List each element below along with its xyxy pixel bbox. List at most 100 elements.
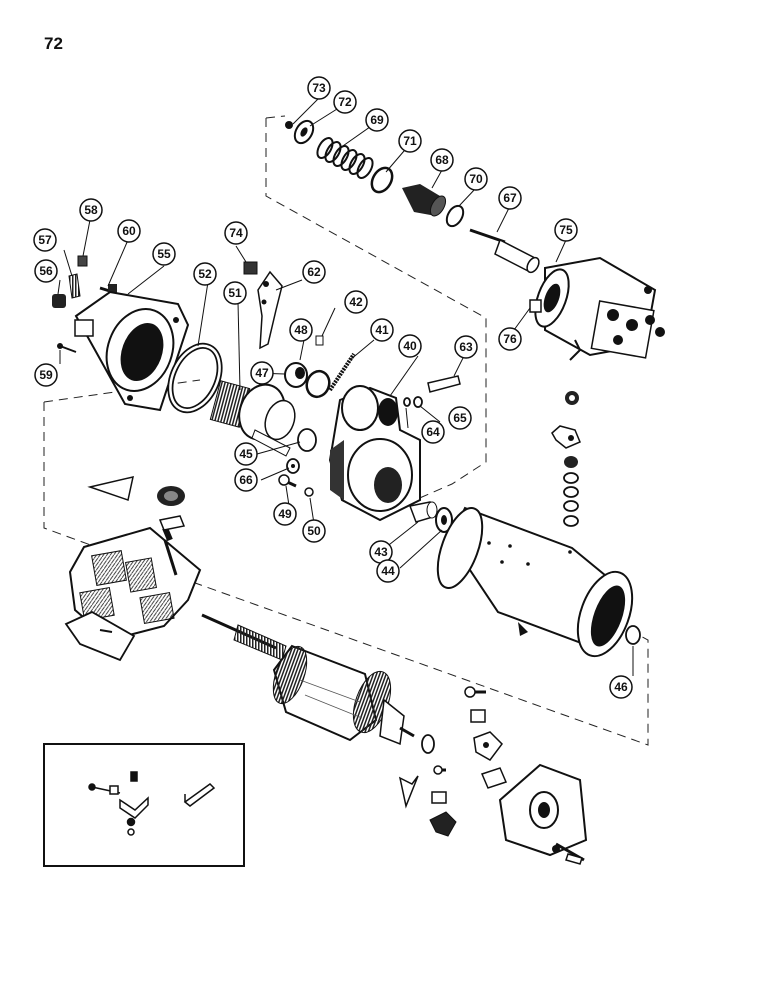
inset-box — [43, 743, 245, 867]
callout-label: 74 — [229, 226, 243, 240]
lever-housing-40 — [328, 385, 421, 522]
callout-label: 50 — [307, 524, 321, 538]
callout-72: 72 — [333, 90, 357, 114]
callout-66: 66 — [234, 468, 258, 492]
callout-74: 74 — [224, 221, 248, 245]
brush-holder-parts — [398, 686, 508, 837]
callout-label: 46 — [614, 680, 628, 694]
callout-51: 51 — [223, 281, 247, 305]
callout-64: 64 — [421, 420, 445, 444]
callout-label: 62 — [307, 265, 321, 279]
callout-label: 49 — [278, 507, 292, 521]
callout-67: 67 — [498, 186, 522, 210]
callout-label: 58 — [84, 203, 98, 217]
nut-73 — [285, 121, 293, 129]
washer-46 — [625, 625, 641, 645]
nut-74 — [243, 261, 258, 275]
callout-label: 66 — [239, 473, 253, 487]
callout-73: 73 — [307, 76, 331, 100]
callout-label: 64 — [426, 425, 440, 439]
plunger-68 — [402, 184, 447, 217]
washer-72 — [293, 119, 315, 145]
callout-46: 46 — [609, 675, 633, 699]
leader-lines — [57, 97, 634, 676]
callout-65: 65 — [448, 406, 472, 430]
drive-housing-55 — [74, 290, 190, 412]
callout-label: 68 — [435, 153, 449, 167]
inset-terminal-bolt — [88, 783, 121, 795]
callout-43: 43 — [369, 540, 393, 564]
callout-label: 69 — [370, 113, 384, 127]
callout-57: 57 — [33, 228, 57, 252]
callout-68: 68 — [430, 148, 454, 172]
inset-strap — [183, 783, 216, 807]
callout-label: 59 — [39, 368, 53, 382]
callout-label: 73 — [312, 81, 326, 95]
callout-label: 51 — [228, 286, 242, 300]
insulator-strip — [64, 610, 136, 662]
cap-76 — [529, 299, 542, 313]
callout-label: 76 — [503, 332, 517, 346]
bushing-43 — [408, 501, 438, 523]
callout-label: 60 — [122, 224, 136, 238]
armature — [201, 613, 415, 746]
callout-41: 41 — [370, 318, 394, 342]
callout-45: 45 — [234, 442, 258, 466]
callout-70: 70 — [464, 167, 488, 191]
terminal-stud — [157, 486, 186, 531]
thrust-washer — [421, 734, 435, 754]
callout-label: 48 — [294, 323, 308, 337]
washer-70 — [445, 204, 465, 228]
callouts: 73 72 69 71 68 70 67 75 76 58 57 60 55 5… — [33, 76, 633, 699]
commutator-end-frame — [498, 763, 588, 865]
callout-label: 72 — [338, 95, 352, 109]
callout-47: 47 — [250, 361, 274, 385]
callout-48: 48 — [289, 318, 313, 342]
direction-triangle — [87, 476, 134, 501]
field-frame — [436, 506, 634, 658]
callout-label: 41 — [375, 323, 389, 337]
callout-label: 52 — [198, 267, 212, 281]
page-number: 72 — [44, 34, 63, 53]
callout-label: 67 — [503, 191, 517, 205]
callout-62: 62 — [302, 260, 326, 284]
pivot-pin-63 — [427, 375, 461, 393]
callout-label: 70 — [469, 172, 483, 186]
callout-44: 44 — [376, 559, 400, 583]
callout-76: 76 — [498, 327, 522, 351]
pin-57 — [68, 273, 81, 299]
field-coil-assembly — [68, 526, 202, 642]
callout-58: 58 — [79, 198, 103, 222]
bolt-49 — [278, 474, 297, 488]
pin-42 — [315, 335, 324, 346]
callout-label: 65 — [453, 411, 467, 425]
callout-49: 49 — [273, 502, 297, 526]
plunger-rod-67 — [469, 228, 540, 274]
callout-55: 55 — [152, 242, 176, 266]
callout-71: 71 — [398, 129, 422, 153]
nut-66 — [286, 458, 300, 474]
o-ring-65 — [413, 396, 423, 408]
solenoid-group-outline — [265, 115, 487, 501]
plug-47 — [295, 367, 305, 379]
bushing-56 — [52, 294, 66, 308]
inset-bracket — [119, 771, 149, 836]
callout-label: 71 — [403, 134, 417, 148]
screw-59 — [57, 343, 77, 353]
callout-69: 69 — [365, 108, 389, 132]
callout-label: 47 — [255, 366, 269, 380]
callout-label: 44 — [381, 564, 395, 578]
callout-52: 52 — [193, 262, 217, 286]
callout-label: 45 — [239, 447, 253, 461]
callout-label: 43 — [374, 545, 388, 559]
callout-63: 63 — [454, 335, 478, 359]
callout-label: 55 — [157, 247, 171, 261]
callout-75: 75 — [554, 218, 578, 242]
o-ring-41 — [305, 369, 331, 399]
shift-lever-62 — [257, 270, 283, 350]
callout-60: 60 — [117, 219, 141, 243]
callout-40: 40 — [398, 334, 422, 358]
callout-label: 63 — [459, 340, 473, 354]
callout-50: 50 — [302, 519, 326, 543]
